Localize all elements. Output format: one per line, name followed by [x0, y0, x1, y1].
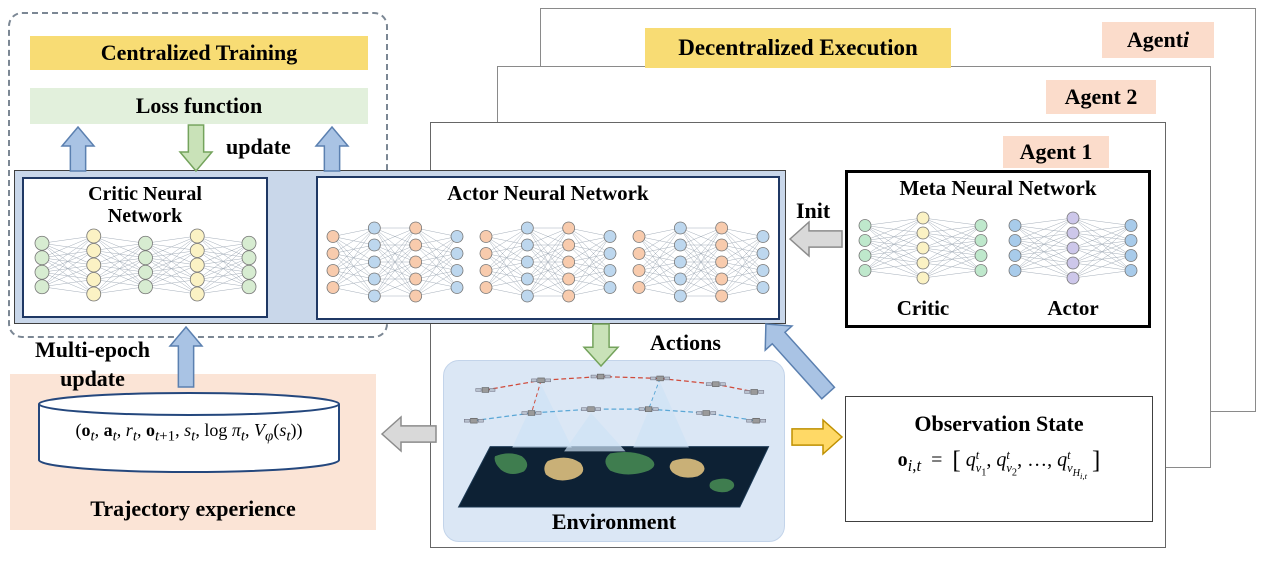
meta-network-row [848, 201, 1148, 296]
actor-network-graphic-2 [479, 221, 617, 303]
actor-network-box: Actor Neural Network [316, 176, 780, 320]
meta-network-labels: Critic Actor [848, 296, 1148, 325]
environment-caption: Environment [551, 509, 677, 534]
meta-network-title: Meta Neural Network [899, 176, 1097, 200]
update-label: update [226, 134, 291, 159]
actor-network-graphic-1 [326, 221, 464, 303]
critic-network-graphic [34, 228, 256, 302]
arrow-observation-to-actor [764, 322, 836, 400]
actions-label: Actions [650, 330, 721, 355]
arrow-init [788, 220, 843, 258]
critic-title-line1: Critic Neural [88, 183, 202, 205]
decentralized-execution-header: Decentralized Execution [645, 28, 951, 68]
arrow-env-to-observation [791, 418, 844, 456]
critic-network-title: Critic Neural Network [88, 179, 202, 228]
meta-critic-network-graphic [858, 211, 988, 285]
environment-box: Environment [443, 360, 785, 542]
meta-critic-label: Critic [896, 296, 950, 320]
replay-buffer-cylinder [38, 392, 340, 473]
critic-network-box: Critic Neural Network [22, 177, 268, 318]
loss-function-box: Loss function [30, 88, 368, 124]
agent-i-label: Agent i [1102, 22, 1214, 58]
agent-1-label: Agent 1 [1003, 136, 1109, 168]
observation-state-title: Observation State [914, 411, 1084, 436]
arrow-loss-update-down [178, 124, 214, 173]
arrow-critic-to-loss-left [60, 125, 96, 172]
multi-epoch-line1: Multi-epoch [35, 337, 150, 362]
init-label: Init [796, 198, 831, 223]
arrow-actions-down [582, 323, 620, 368]
trajectory-experience-box: (ot, at, rt, ot+1, st, log πt, Vφ(st)) T… [10, 374, 376, 530]
trajectory-caption: Trajectory experience [90, 496, 296, 521]
meta-network-box: Meta Neural Network Critic Actor [845, 170, 1151, 328]
multi-epoch-line2: update [60, 365, 125, 391]
trajectory-formula: (ot, at, rt, ot+1, st, log πt, Vφ(st)) [75, 420, 303, 445]
centralized-training-header: Centralized Training [30, 36, 368, 70]
arrow-critic-to-loss-right [314, 125, 350, 172]
agent-2-label: Agent 2 [1046, 80, 1156, 114]
meta-actor-label: Actor [1047, 296, 1099, 320]
arrow-multi-epoch-update-up [168, 325, 204, 388]
critic-title-line2: Network [107, 205, 183, 228]
environment-illustration [457, 373, 770, 508]
meta-actor-network-graphic [1008, 211, 1138, 285]
actor-network-graphic-3 [632, 221, 770, 303]
actor-network-title: Actor Neural Network [447, 181, 649, 205]
arrow-env-to-trajectory [380, 415, 437, 453]
multi-epoch-update-label: Multi-epoch update [10, 336, 175, 393]
actor-network-row [318, 206, 778, 318]
